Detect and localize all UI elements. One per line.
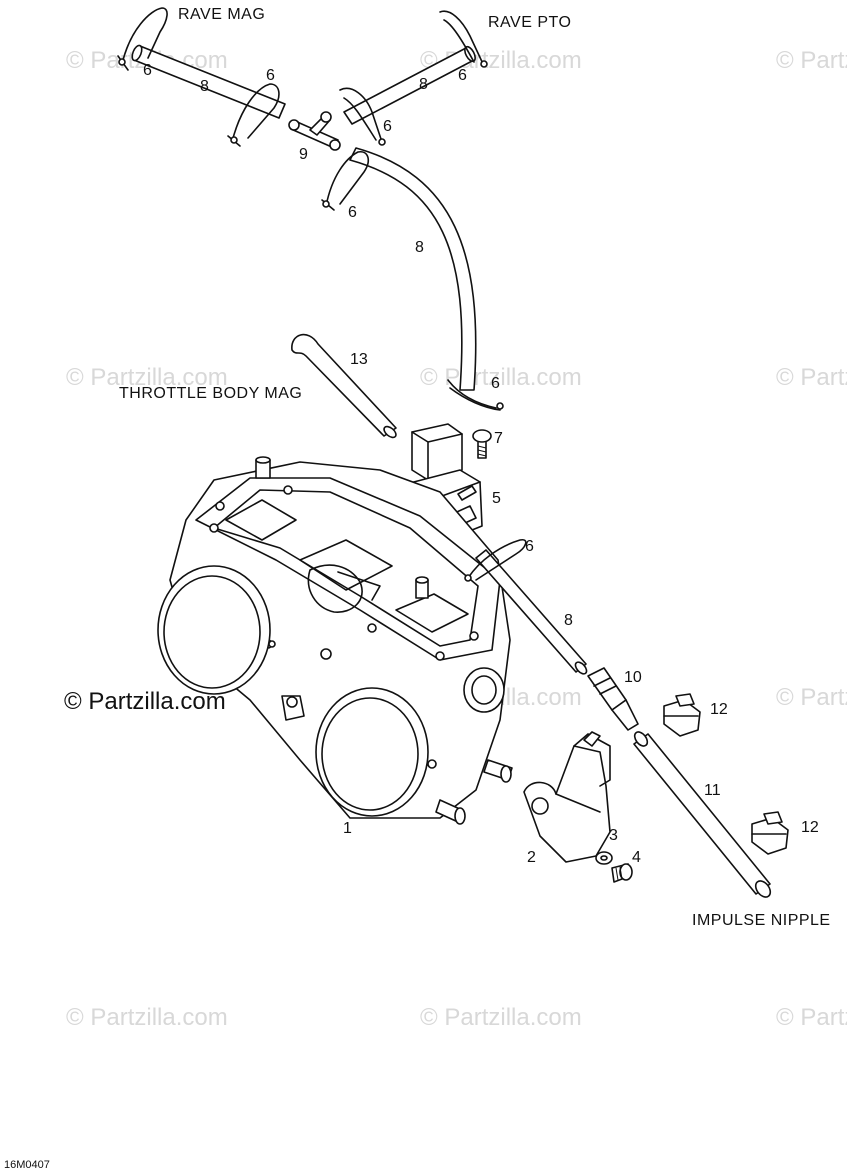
rave-hose-assembly [117, 7, 504, 411]
callout-5: 5 [492, 490, 501, 507]
watermark: © Partz [776, 47, 847, 74]
impulse-hose [633, 731, 772, 898]
hose-clamp [321, 150, 370, 211]
throttle-body [157, 456, 513, 825]
hose-clamp [464, 538, 527, 582]
hose-clamp [447, 379, 504, 411]
callout-6: 6 [458, 67, 467, 84]
callout-6: 6 [143, 62, 152, 79]
callout-8: 8 [419, 76, 428, 93]
hose-clamp [117, 7, 168, 71]
hose-clamp [439, 10, 488, 68]
caption-throttle-body-mag: THROTTLE BODY MAG [119, 385, 302, 402]
callout-6: 6 [383, 118, 392, 135]
watermark: © Partzilla.com [66, 1004, 228, 1031]
callout-12: 12 [801, 819, 819, 836]
watermark: © Partzilla.com [420, 1004, 582, 1031]
washer [595, 851, 613, 865]
watermark: © Partzilla.com [420, 364, 582, 391]
caption-impulse-nipple: IMPULSE NIPPLE [692, 912, 831, 929]
screw [472, 429, 492, 459]
hose-13 [291, 333, 397, 439]
hose-clip [663, 693, 701, 737]
callout-6: 6 [525, 538, 534, 555]
callout-8: 8 [200, 78, 209, 95]
callout-12: 12 [710, 701, 728, 718]
callout-1: 1 [343, 820, 352, 837]
hose-clamp [227, 83, 280, 147]
callout-9: 9 [299, 146, 308, 163]
watermark: © Partzilla.com [66, 364, 228, 391]
watermark-dark: © Partzilla.com [64, 688, 226, 715]
caption-rave-mag: RAVE MAG [178, 6, 265, 23]
callout-8: 8 [415, 239, 424, 256]
throttle-bore [315, 687, 429, 817]
caption-rave-pto: RAVE PTO [488, 14, 571, 31]
callout-13: 13 [350, 351, 368, 368]
callout-11: 11 [704, 782, 721, 799]
callout-6: 6 [348, 204, 357, 221]
diagram-code: 16M0407 [4, 1159, 50, 1171]
watermark: © Partz [776, 1004, 847, 1031]
callout-10: 10 [624, 669, 642, 686]
callout-8: 8 [564, 612, 573, 629]
t-fitting [288, 111, 341, 151]
lower-hose [475, 549, 588, 675]
callout-2: 2 [527, 849, 536, 866]
callout-7: 7 [494, 430, 503, 447]
watermark: © Partz [776, 684, 847, 711]
throttle-bore [157, 565, 271, 695]
callout-6: 6 [266, 67, 275, 84]
callout-6: 6 [491, 375, 500, 392]
callout-3: 3 [609, 827, 618, 844]
throttle-sensor [523, 731, 611, 863]
hose-clip [751, 811, 789, 855]
screw [611, 863, 633, 883]
nipple-fitting [587, 667, 639, 731]
watermark-layer: © Partzilla.com © Partzilla.com © Partz … [66, 47, 847, 1031]
callout-4: 4 [632, 849, 641, 866]
watermark: © Partz [776, 364, 847, 391]
hose-clamp [339, 87, 386, 146]
